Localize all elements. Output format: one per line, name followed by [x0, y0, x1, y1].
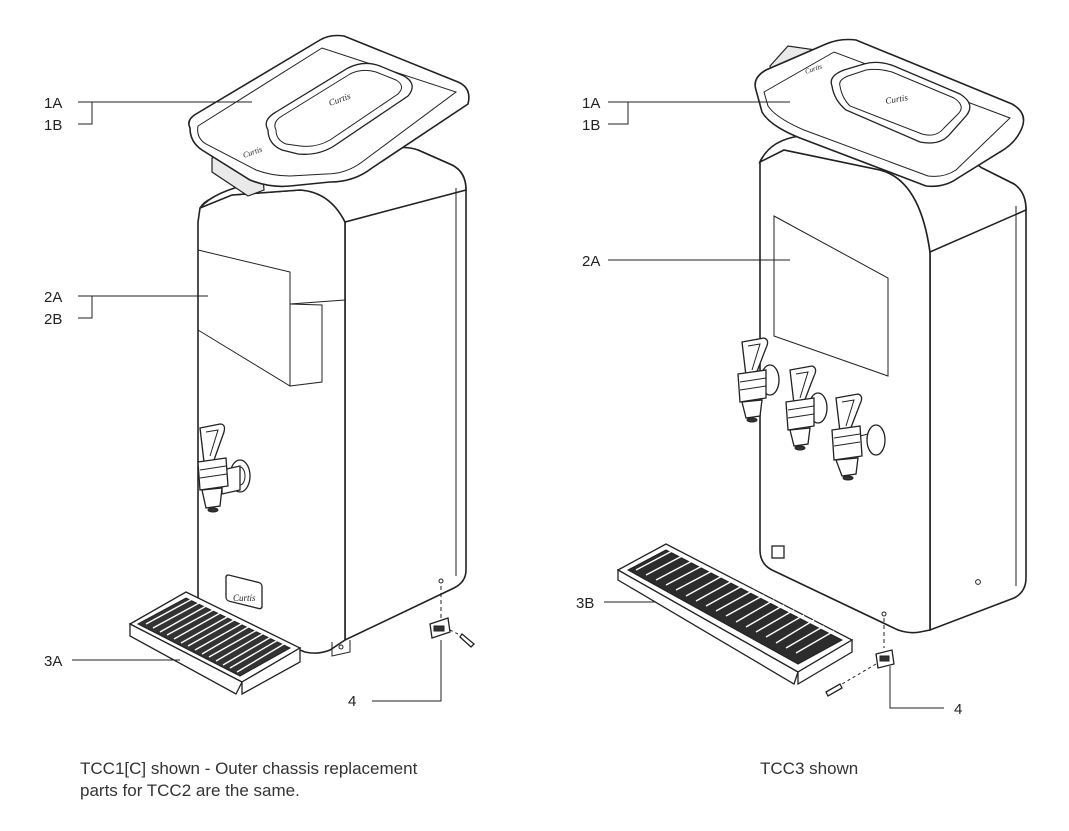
- left-dispenser: Curtis Curtis Curtis: [44, 34, 475, 710]
- right-faucet-2: [785, 365, 828, 451]
- svg-text:Curtis: Curtis: [885, 92, 909, 106]
- left-drip-tray: [128, 591, 302, 696]
- right-faucet-1: [737, 337, 780, 423]
- left-caption-line-2: parts for TCC2 are the same.: [80, 781, 300, 800]
- right-lid: Curtis Curtis: [754, 38, 1025, 188]
- left-label-2a: 2A: [44, 289, 62, 306]
- left-caption-line-1: TCC1[C] shown - Outer chassis replacemen…: [80, 759, 418, 778]
- right-label-2a: 2A: [582, 253, 600, 270]
- right-leader-lines: [604, 101, 944, 709]
- svg-text:Curtis: Curtis: [233, 593, 256, 603]
- left-logo-badge: [225, 574, 263, 610]
- left-leader-lines: [72, 101, 442, 702]
- right-foot-part: [825, 618, 895, 697]
- left-foot-part: [429, 586, 475, 648]
- right-label-1b: 1B: [582, 117, 600, 134]
- left-label-1a: 1A: [44, 95, 62, 112]
- right-label-4: 4: [954, 701, 962, 718]
- right-dispenser: Curtis Curtis: [576, 38, 1027, 718]
- left-faucet: [197, 423, 251, 513]
- left-label-1b: 1B: [44, 117, 62, 134]
- left-label-4: 4: [348, 693, 356, 710]
- left-label-3a: 3A: [44, 653, 62, 670]
- right-label-1a: 1A: [582, 95, 600, 112]
- left-caption: TCC1[C] shown - Outer chassis replacemen…: [80, 758, 540, 802]
- left-label-2b: 2B: [44, 311, 62, 328]
- right-label-3b: 3B: [576, 595, 594, 612]
- right-caption: TCC3 shown: [760, 759, 859, 778]
- right-front-panel: [773, 215, 889, 377]
- left-lid: Curtis Curtis: [188, 34, 470, 197]
- right-faucet-3: [831, 393, 886, 481]
- right-drip-tray: [616, 543, 854, 686]
